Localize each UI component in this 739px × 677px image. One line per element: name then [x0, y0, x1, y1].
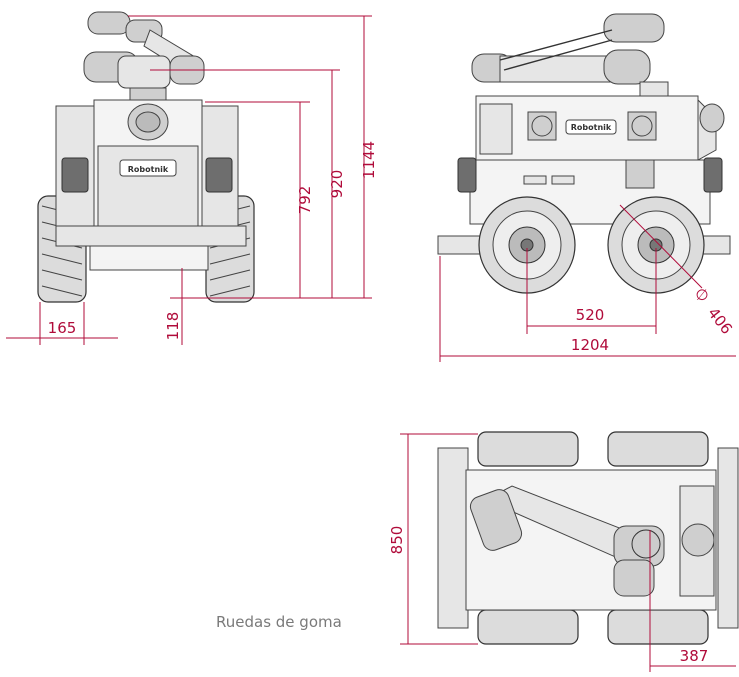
dim-wheelbase: 520: [576, 306, 605, 324]
top-rear-bumper: [437, 447, 469, 629]
dim-width-total: 850: [388, 526, 406, 555]
side-logo: Robotnik: [571, 123, 612, 132]
front-left-sensor: [61, 157, 89, 193]
top-dimension-lines: [400, 433, 736, 672]
dim-arm-offset: 387: [680, 647, 709, 665]
front-logo: Robotnik: [128, 165, 169, 174]
side-logo-plate: [565, 119, 617, 135]
front-bumper: [55, 225, 247, 247]
front-view: Robotnik: [6, 11, 378, 345]
dim-length-total: 1204: [571, 336, 609, 354]
side-fan-3: [625, 159, 655, 189]
side-view: Robotnik 520 1204 ∅: [437, 13, 736, 362]
front-logo-plate: [119, 159, 177, 177]
arm-base: [129, 87, 167, 101]
top-arm-rear-joint: [469, 489, 523, 551]
side-window: [479, 103, 513, 155]
front-dimension-lines: [6, 15, 372, 345]
front-lower-body: [89, 245, 209, 271]
dim-height-arm-base: 920: [328, 170, 346, 199]
caption: Ruedas de goma: [216, 613, 342, 631]
front-panel: [97, 145, 199, 227]
dim-height-body: 792: [296, 186, 314, 215]
arm-base-joint: [117, 55, 171, 89]
side-arm-elbow: [603, 49, 651, 85]
arm-wrist: [87, 11, 131, 35]
top-dome-sensor: [681, 523, 715, 557]
side-dimension-lines: [439, 204, 736, 362]
dim-wheel-diameter-symbol: ∅: [695, 286, 708, 304]
side-dome-sensor: [699, 103, 725, 133]
dim-front-track: 165: [48, 319, 77, 337]
side-front-sensor: [703, 157, 723, 193]
top-wheel-front-left: [607, 431, 709, 467]
top-arm-wrist: [613, 559, 655, 597]
front-right-sensor: [205, 157, 233, 193]
side-arm-wrist: [603, 13, 665, 43]
dim-ground-clearance: 118: [164, 312, 182, 341]
top-front-bumper: [717, 447, 739, 629]
side-arm-upper-link: [499, 55, 619, 83]
top-wheel-front-right: [607, 609, 709, 645]
top-wheel-rear-left: [477, 431, 579, 467]
side-rear-sensor: [457, 157, 477, 193]
side-fan-1: [527, 111, 557, 141]
dim-wheel-diameter: 406: [704, 304, 736, 338]
side-fan-2: [627, 111, 657, 141]
dim-height-total: 1144: [360, 141, 378, 179]
top-wheel-rear-right: [477, 609, 579, 645]
top-view: 850 387: [388, 431, 739, 672]
